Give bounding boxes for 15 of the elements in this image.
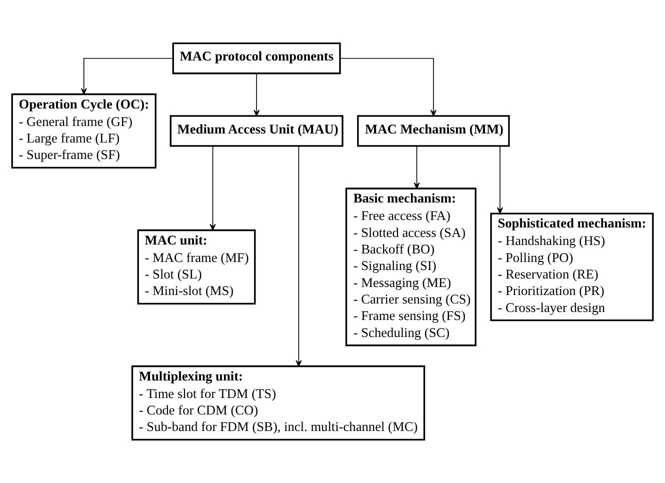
arrow xyxy=(296,146,302,367)
arrow xyxy=(80,58,174,95)
node-box: MAC protocol components xyxy=(172,42,341,74)
node-box: Basic mechanism: - Free access (FA) - Slotted access (SA) - Backoff (BO) - Signaling (SI) - Messaging (ME) - Carrier sensing (CS) - Frame sensing (FS) - Scheduling (SC) xyxy=(345,188,476,346)
arrow xyxy=(340,58,436,116)
node-box: Medium Access Unit (MAU) xyxy=(170,115,344,147)
arrow xyxy=(496,146,504,214)
node-box: Operation Cycle (OC): - General frame (GF) - Large frame (LF) - Super-frame (SF) xyxy=(11,93,156,168)
arrow xyxy=(210,146,216,230)
arrow xyxy=(414,146,420,189)
node-box: Multiplexing unit: - Time slot for TDM (TS) - Code for CDM (CO) - Sub-band for FDM (SB), incl. multi-channel (MC) xyxy=(131,365,426,440)
node-box: MAC Mechanism (MM) xyxy=(357,115,510,147)
node-box: Sophisticated mechanism: - Handshaking (HS) - Polling (PO) - Reservation (RE) - Prioritization (PR) - Cross-layer design xyxy=(490,212,654,322)
node-box: MAC unit: - MAC frame (MF) - Slot (SL) - Mini-slot (MS) xyxy=(137,229,256,304)
arrow xyxy=(254,72,260,116)
